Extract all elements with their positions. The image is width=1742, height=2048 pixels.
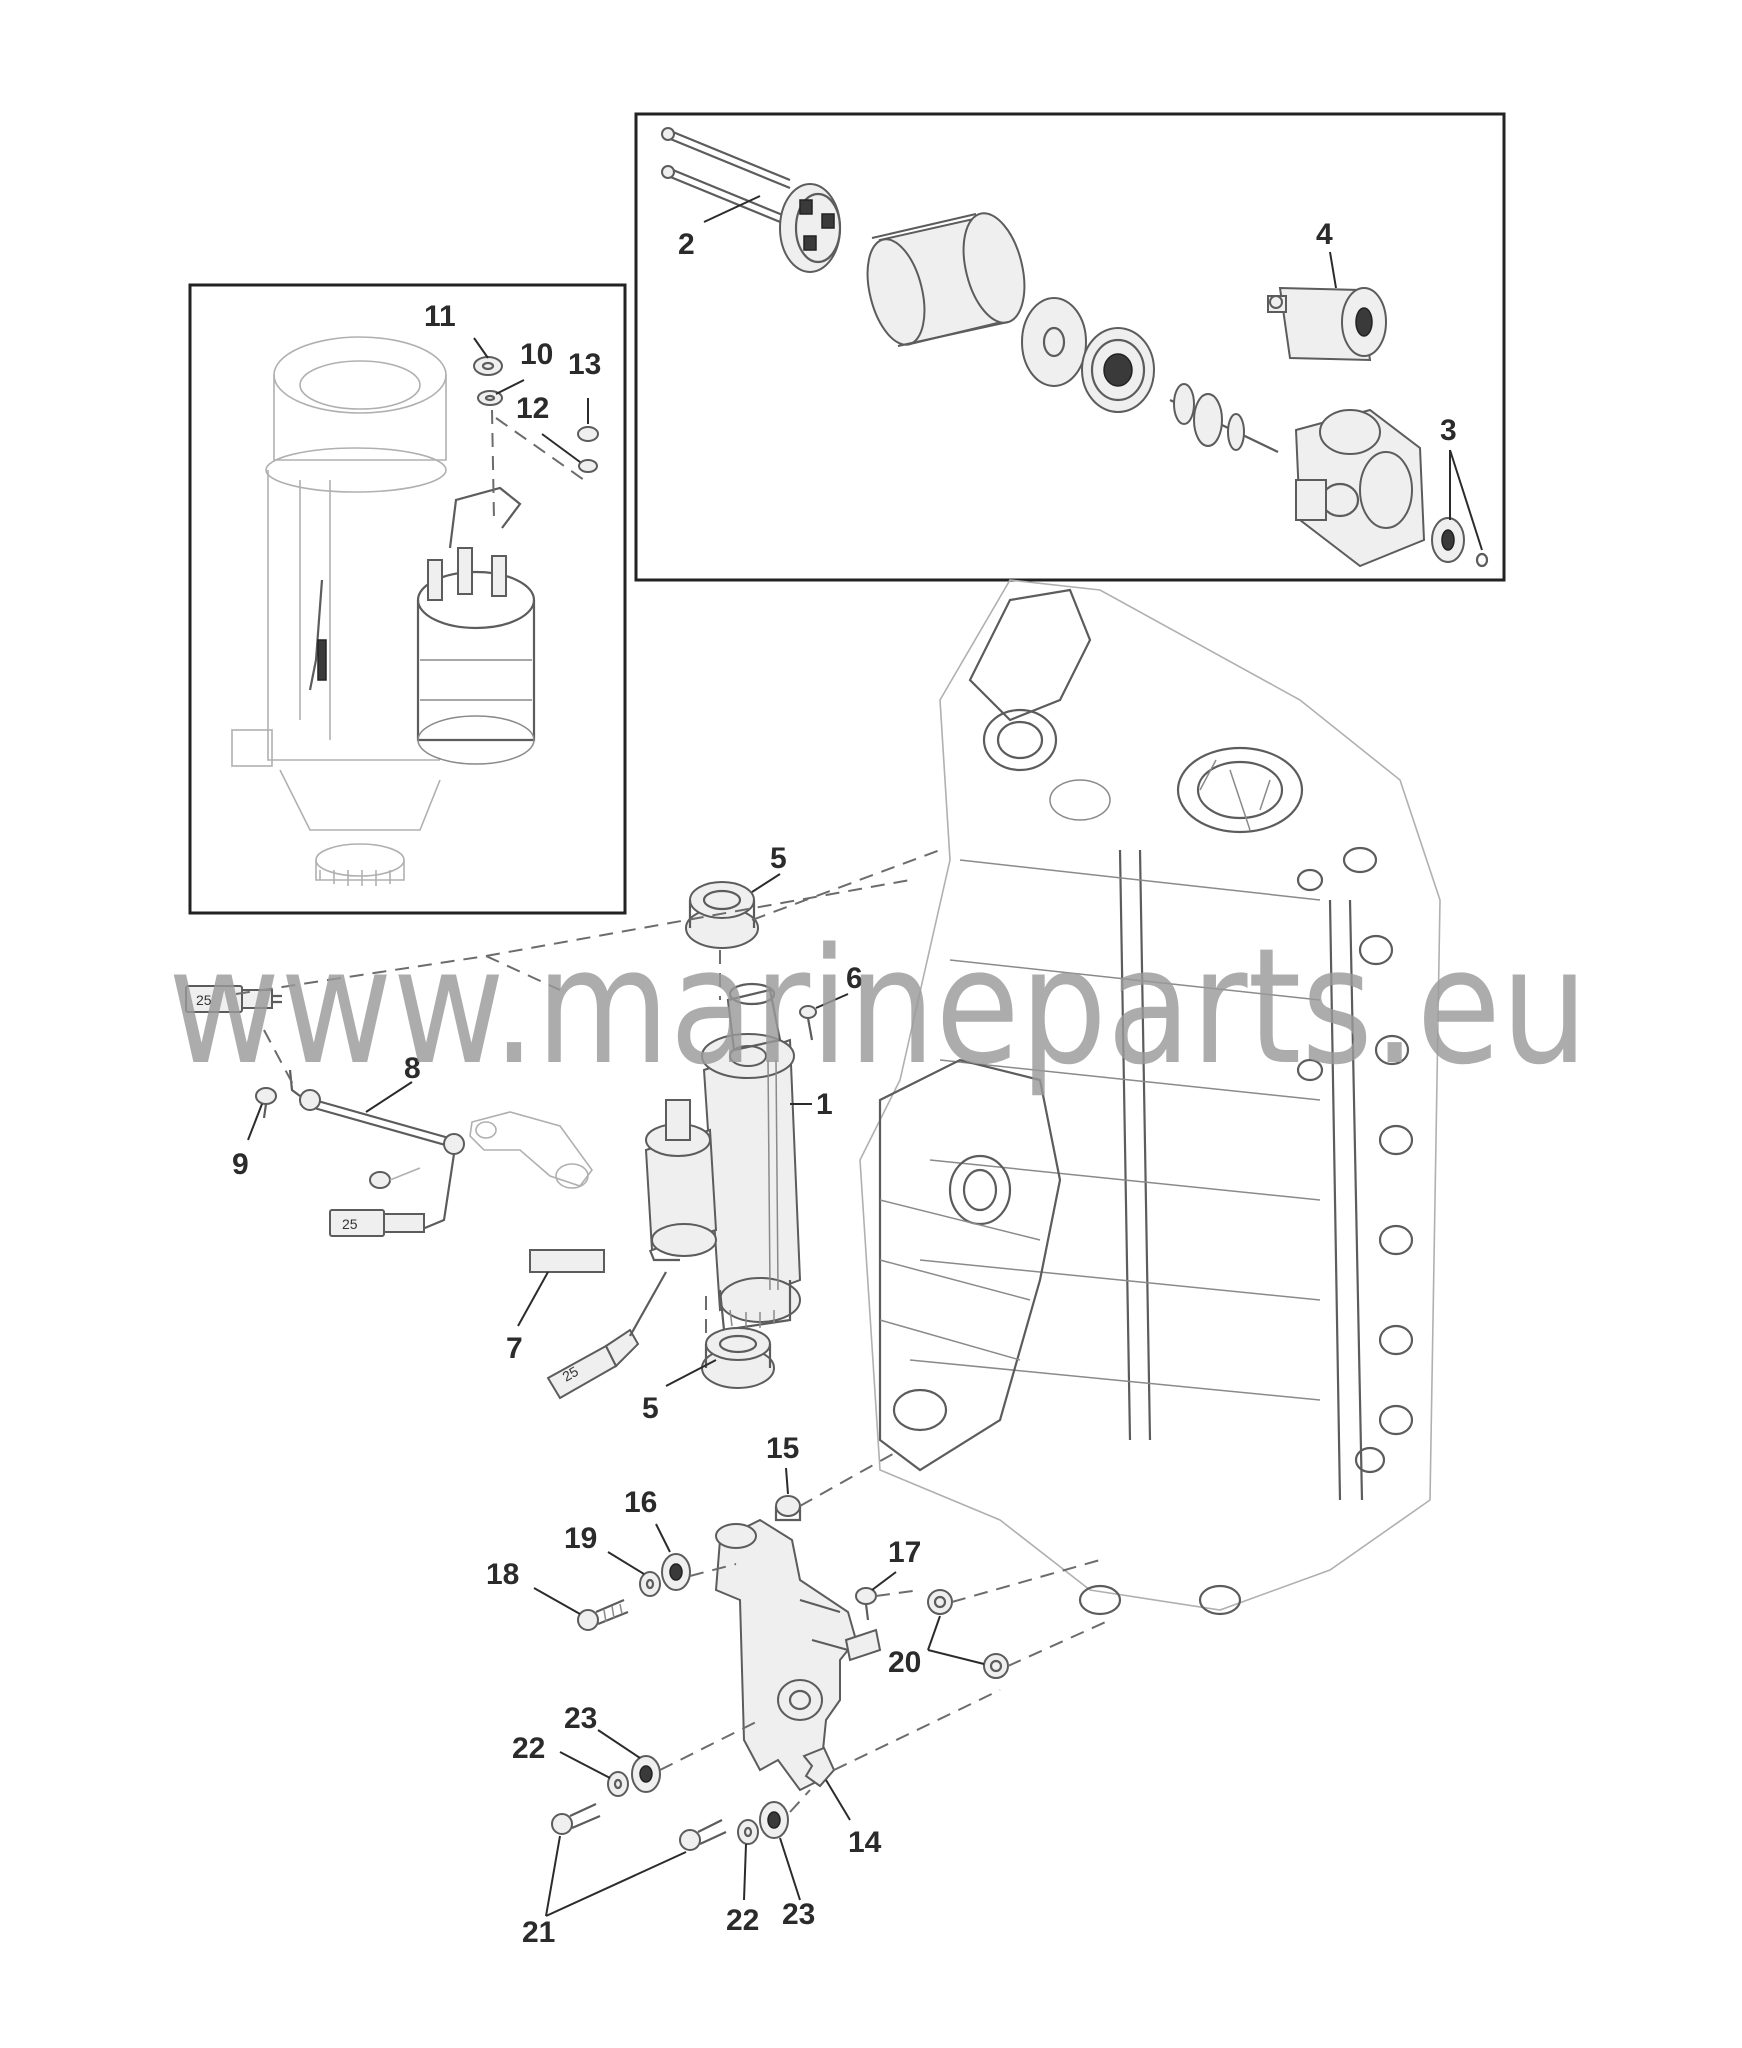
callout-numbers: 2 4 3 11 10 13 12 5 6 1 8 9 7 5 15 16 19… <box>232 218 1457 1949</box>
callout-5-lower: 5 <box>642 1392 659 1425</box>
nut-20b <box>983 1653 1009 1679</box>
decal-label <box>529 1249 605 1273</box>
grommet-upper <box>685 881 759 949</box>
bolt-18 <box>577 1598 629 1631</box>
starter-exploded-view-box <box>634 112 1506 582</box>
callout-11: 11 <box>424 300 456 333</box>
callout-3: 3 <box>1440 414 1457 447</box>
screw-6 <box>799 1005 817 1041</box>
bolt-21b <box>679 1819 727 1851</box>
grommet-lower <box>701 1327 775 1389</box>
tube-label: 25 <box>560 1363 582 1385</box>
callout-21: 21 <box>522 1916 555 1949</box>
starter-motor <box>644 982 802 1332</box>
callout-2: 2 <box>678 228 695 261</box>
starter-detail-box <box>188 283 627 915</box>
nut-20a <box>927 1589 953 1615</box>
screw-17 <box>855 1587 877 1621</box>
drive-housing <box>1294 408 1426 568</box>
watermark-text: www.marineparts.eu <box>168 913 1588 1100</box>
bracket-ghost <box>469 1111 593 1189</box>
motor-housing <box>866 212 1026 347</box>
starter-body-ghost <box>231 336 447 886</box>
bolt-15 <box>774 1495 802 1522</box>
callout-5-upper: 5 <box>770 842 787 875</box>
battery-cable <box>255 1069 465 1232</box>
callout-6: 6 <box>846 962 863 995</box>
tube-label: 25 <box>196 992 212 1008</box>
callout-23-lower: 23 <box>782 1898 815 1931</box>
small-nut <box>369 1167 421 1189</box>
block-bolt-column <box>1296 846 1414 1474</box>
callout-4: 4 <box>1316 218 1333 251</box>
washer-plate <box>1021 297 1087 387</box>
assembly-lines <box>235 849 1111 1813</box>
grease-tube-bottom: 25 <box>546 1271 667 1400</box>
callout-19: 19 <box>564 1522 597 1555</box>
callout-16: 16 <box>624 1486 657 1519</box>
callout-15: 15 <box>766 1432 799 1465</box>
callout-9: 9 <box>232 1148 249 1181</box>
callout-10: 10 <box>520 338 553 371</box>
grease-tube-left: 25 <box>329 1209 425 1237</box>
callout-7: 7 <box>506 1332 523 1365</box>
callout-18: 18 <box>486 1558 519 1591</box>
pinion-gear <box>1431 517 1489 568</box>
callout-12: 12 <box>516 392 549 425</box>
callout-1: 1 <box>816 1088 833 1121</box>
bushing-23b <box>759 1801 789 1839</box>
callout-14: 14 <box>848 1826 882 1859</box>
tube-label: 25 <box>342 1216 358 1232</box>
bolt-21a <box>551 1803 601 1835</box>
callout-23-upper: 23 <box>564 1702 597 1735</box>
callout-20: 20 <box>888 1646 921 1679</box>
callout-8: 8 <box>404 1052 421 1085</box>
clip-14 <box>802 1746 836 1788</box>
grease-tube-top: 25 <box>185 985 282 1013</box>
through-bolts <box>661 127 791 228</box>
callout-22-upper: 22 <box>512 1732 545 1765</box>
bushing-16 <box>661 1553 691 1591</box>
solenoid <box>1267 286 1387 362</box>
solenoid-detail <box>308 486 536 765</box>
intake-manifold <box>878 1058 1062 1472</box>
washer-22a <box>607 1771 629 1797</box>
nut-washer-stack <box>473 356 599 521</box>
mounting-bracket <box>714 1518 882 1792</box>
callout-13: 13 <box>568 348 601 381</box>
washer-19 <box>639 1571 661 1597</box>
washer-22b <box>737 1819 759 1845</box>
callout-22-lower: 22 <box>726 1904 759 1937</box>
leader-lines <box>247 195 1483 1917</box>
callout-17: 17 <box>888 1536 921 1569</box>
drive-shaft <box>1169 383 1279 453</box>
engine-block <box>859 579 1441 1616</box>
end-cap <box>779 183 842 273</box>
armature-gear <box>1081 327 1155 413</box>
bushing-23a <box>631 1755 661 1793</box>
